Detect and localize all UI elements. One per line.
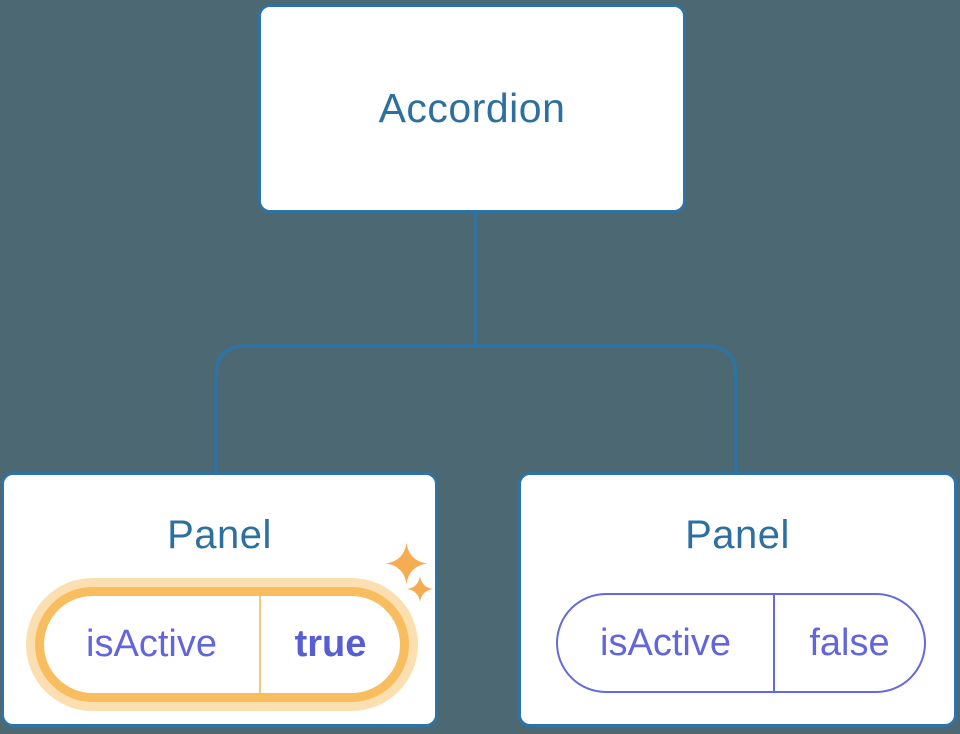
state-value: false	[773, 595, 924, 691]
node-panel-inactive: Panel isActive false	[518, 472, 957, 727]
connector-branch	[214, 344, 738, 474]
state-pill-inactive: isActive false	[556, 593, 926, 693]
node-panel-active: Panel isActive true	[1, 472, 438, 727]
panel-label: Panel	[167, 513, 272, 557]
state-key: isActive	[86, 623, 217, 665]
state-key: isActive	[600, 621, 731, 664]
state-pill-active: isActive true	[35, 587, 409, 702]
accordion-label: Accordion	[378, 85, 566, 131]
panel-label: Panel	[685, 513, 790, 557]
state-value: true	[259, 596, 400, 693]
node-accordion: Accordion	[258, 4, 686, 213]
